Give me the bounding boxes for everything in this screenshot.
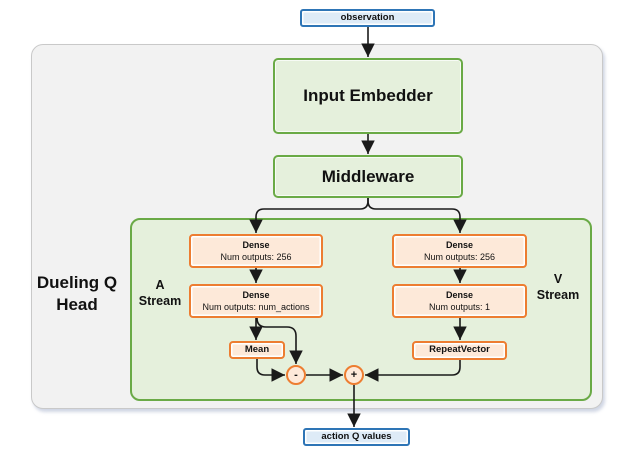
dense-layer-title: Dense (445, 290, 473, 300)
v-stream-dense-2-node: Dense Num outputs: 1 (392, 284, 527, 318)
repeat-vector-node: RepeatVector (412, 341, 507, 360)
v-stream-label-line2: Stream (536, 288, 580, 302)
subtract-operator-node: - (286, 365, 306, 385)
dense-layer-subtitle: Num outputs: 1 (428, 302, 491, 312)
dueling-q-head-label-line1: Dueling Q (36, 273, 118, 292)
dense-layer-subtitle: Num outputs: num_actions (202, 302, 310, 312)
a-stream-label: A Stream (132, 277, 188, 309)
middleware-node: Middleware (273, 155, 463, 198)
dense-layer-title: Dense (445, 240, 473, 250)
dueling-q-head-label-line2: Head (56, 295, 98, 314)
input-embedder-node: Input Embedder (273, 58, 463, 134)
a-stream-dense-1-node: Dense Num outputs: 256 (189, 234, 323, 268)
action-q-values-node: action Q values (303, 428, 410, 446)
add-operator-node: + (344, 365, 364, 385)
observation-node: observation (300, 9, 435, 27)
a-stream-label-line1: A (155, 278, 165, 292)
dense-layer-title: Dense (242, 240, 270, 250)
dueling-q-head-label: Dueling Q Head (24, 272, 130, 316)
mean-node: Mean (229, 341, 285, 359)
a-stream-dense-2-node: Dense Num outputs: num_actions (189, 284, 323, 318)
dense-layer-title: Dense (242, 290, 270, 300)
v-stream-label: V Stream (528, 271, 588, 303)
v-stream-dense-1-node: Dense Num outputs: 256 (392, 234, 527, 268)
a-stream-label-line2: Stream (138, 294, 182, 308)
v-stream-label-line1: V (553, 272, 563, 286)
dense-layer-subtitle: Num outputs: 256 (423, 252, 496, 262)
dense-layer-subtitle: Num outputs: 256 (220, 252, 292, 262)
